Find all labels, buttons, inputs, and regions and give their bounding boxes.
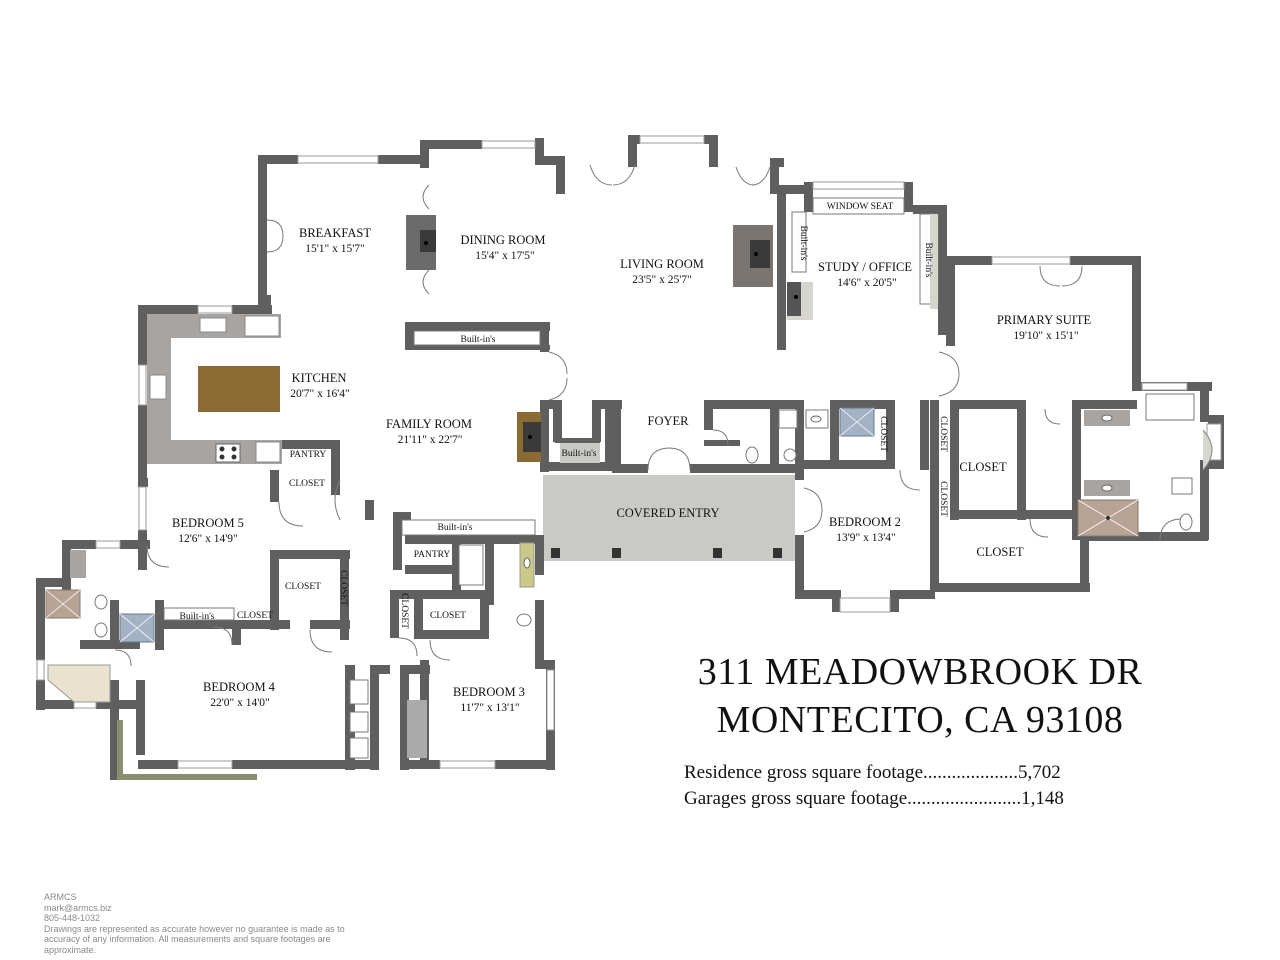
entry-column — [773, 548, 782, 558]
room-breakfast-name: BREAKFAST — [299, 226, 371, 240]
room-labels: BREAKFAST 15'1" x 15'7" DINING ROOM 15'4… — [172, 202, 1091, 714]
room-bedroom2-name: BEDROOM 2 — [829, 515, 901, 529]
garages-footage: Garages gross square footage............… — [684, 788, 1064, 809]
fireplaces — [406, 215, 813, 462]
room-bedroom5-dim: 12'6" x 14'9" — [178, 533, 238, 545]
window-seat-label: WINDOW SEAT — [827, 202, 894, 212]
closet-label: CLOSET — [399, 593, 409, 629]
closet-label: CLOSET — [237, 611, 273, 621]
room-living-dim: 23'5" x 25'7" — [632, 274, 692, 286]
covered-entry-label: COVERED ENTRY — [616, 506, 719, 520]
builtins-label: Built-in's — [562, 449, 597, 459]
credits-company: ARMCS — [44, 892, 77, 902]
entry-column — [551, 548, 560, 558]
closet-label: CLOSET — [285, 582, 321, 592]
closet-label: CLOSET — [338, 570, 348, 606]
pantry-label: PANTRY — [414, 550, 451, 560]
room-primary-name: PRIMARY SUITE — [997, 313, 1092, 327]
closet-label: CLOSET — [938, 481, 948, 517]
room-primary-dim: 19'10" x 15'1" — [1013, 330, 1078, 342]
covered-entry-slab — [543, 475, 795, 561]
closet-label: CLOSET — [430, 611, 466, 621]
address-line-1: 311 MEADOWBROOK DR — [697, 651, 1143, 693]
built-ins — [163, 197, 939, 621]
foyer-label: FOYER — [648, 414, 690, 428]
room-bedroom4-dim: 22'0" x 14'0" — [210, 697, 270, 709]
credits-email: mark@armcs.biz — [44, 902, 112, 913]
credits-block: ARMCS mark@armcs.biz 805-448-1032 Drawin… — [44, 892, 364, 955]
builtins-label: Built-in's — [923, 243, 933, 278]
room-bedroom3-dim: 11'7" x 13'1" — [460, 702, 519, 714]
bay-window — [117, 720, 123, 780]
room-living-name: LIVING ROOM — [620, 257, 704, 271]
address-line-2: MONTECITO, CA 93108 — [716, 699, 1124, 741]
room-bedroom2-dim: 13'9" x 13'4" — [836, 532, 896, 544]
entry-column — [713, 548, 722, 558]
builtins-label: Built-in's — [798, 226, 808, 261]
closet-label: CLOSET — [938, 416, 948, 452]
room-bedroom4-name: BEDROOM 4 — [203, 680, 276, 694]
room-dining-name: DINING ROOM — [460, 233, 545, 247]
builtins-label: Built-in's — [180, 612, 215, 622]
room-bedroom5-name: BEDROOM 5 — [172, 516, 244, 530]
room-breakfast-dim: 15'1" x 15'7" — [305, 243, 365, 255]
closet-label: CLOSET — [289, 479, 325, 489]
entry-column — [612, 548, 621, 558]
builtins-label: Built-in's — [438, 523, 473, 533]
room-bedroom3-name: BEDROOM 3 — [453, 685, 525, 699]
credits-disclaimer: Drawings are represented as accurate how… — [44, 923, 345, 955]
closet-label: CLOSET — [878, 416, 888, 452]
pantry-label: PANTRY — [290, 450, 327, 460]
builtins-label: Built-in's — [461, 335, 496, 345]
bay-window — [117, 774, 257, 780]
doors — [114, 164, 1183, 667]
room-study-name: STUDY / OFFICE — [818, 260, 912, 274]
room-kitchen-name: KITCHEN — [292, 371, 347, 385]
kitchen-island — [198, 366, 280, 412]
room-dining-dim: 15'4" x 17'5" — [475, 250, 535, 262]
bath-fixtures — [45, 393, 1213, 759]
windows — [36, 135, 1222, 769]
kitchen-fixtures — [147, 314, 282, 464]
room-family-name: FAMILY ROOM — [386, 417, 472, 431]
closet-label: CLOSET — [976, 545, 1024, 559]
credits-phone: 805-448-1032 — [44, 913, 101, 923]
room-kitchen-dim: 20'7" x 16'4" — [290, 388, 350, 400]
closet-label: CLOSET — [959, 460, 1007, 474]
room-family-dim: 21'11" x 22'7" — [398, 434, 463, 446]
residence-footage: Residence gross square footage..........… — [684, 762, 1061, 783]
room-study-dim: 14'6" x 20'5" — [837, 277, 897, 289]
